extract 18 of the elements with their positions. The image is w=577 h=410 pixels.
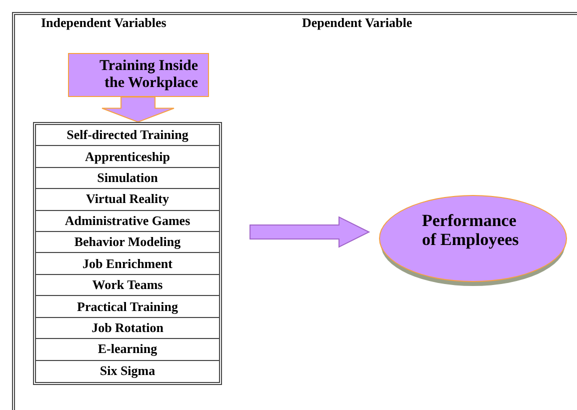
table-row: Administrative Games: [36, 210, 219, 232]
table-row: Work Teams: [36, 274, 219, 296]
table-row: Self-directed Training: [36, 125, 219, 146]
table-row: Job Rotation: [36, 318, 219, 340]
callout-box: Training Inside the Workplace: [68, 53, 209, 97]
column-heading: Dependent Variable: [302, 15, 412, 31]
table-row: E-learning: [36, 339, 219, 361]
list-table: [33, 122, 222, 385]
table-row: Six Sigma: [36, 360, 219, 382]
block-arrow: [250, 216, 370, 248]
table-row: Simulation: [36, 168, 219, 190]
table-row: Practical Training: [36, 296, 219, 318]
table-row: Job Enrichment: [36, 254, 219, 275]
column-heading: Independent Variables: [41, 15, 166, 31]
table-row: Virtual Reality: [36, 189, 219, 211]
table-row: Behavior Modeling: [36, 232, 219, 254]
table-row: Apprenticeship: [36, 146, 219, 168]
block-arrow: [102, 96, 174, 123]
